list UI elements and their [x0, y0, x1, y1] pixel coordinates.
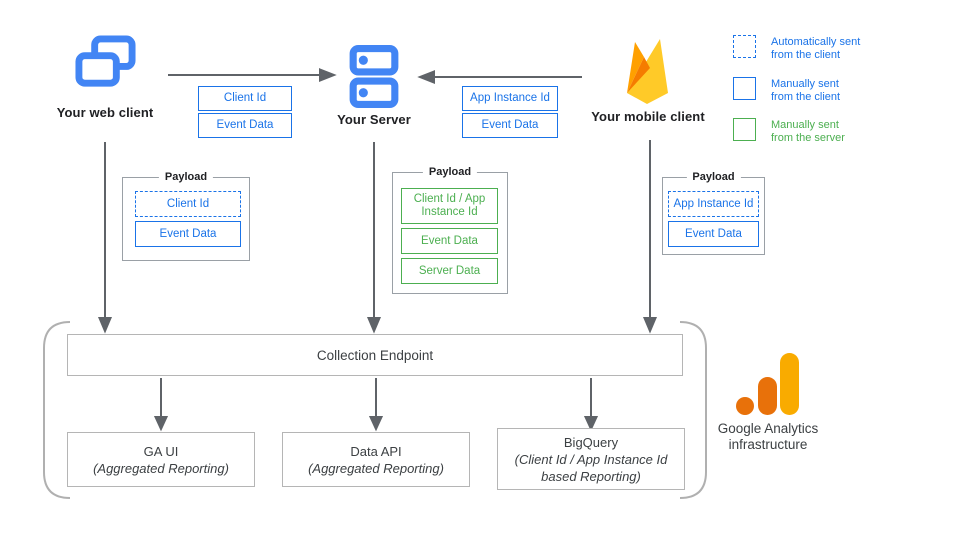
mobile-client-label: Your mobile client	[591, 109, 705, 124]
arrowhead-endpoint-to-dataapi	[368, 416, 384, 432]
arrowhead-server-to-endpoint	[366, 317, 382, 334]
legend-dashed-blue-swatch	[733, 35, 756, 58]
payload-server-ids: Client Id / App Instance Id	[401, 188, 498, 224]
ga-ui-title: GA UI	[143, 443, 179, 459]
arrowhead-endpoint-to-gaui	[153, 416, 169, 432]
payload-server-title: Payload	[422, 166, 478, 178]
arrowhead-mobile-to-server	[417, 70, 435, 84]
ga-logo-mid-bar	[758, 377, 777, 415]
ga-infrastructure-caption: Google Analytics infrastructure	[717, 421, 819, 452]
legend-solid-blue-swatch	[733, 77, 756, 100]
bigquery-subtitle: (Client Id / App Instance Id based Repor…	[514, 451, 668, 484]
legend-solid-green-swatch	[733, 118, 756, 141]
arrowhead-web-to-endpoint	[97, 317, 113, 334]
payload-web-client-id: Client Id	[135, 191, 241, 217]
tag-client-id: Client Id	[198, 86, 292, 111]
ga-ui-subtitle: (Aggregated Reporting)	[93, 460, 229, 476]
ga-logo-tall-bar	[780, 353, 799, 415]
arrowhead-endpoint-to-bigquery	[583, 416, 599, 432]
ga-logo-dot	[736, 397, 754, 415]
payload-web-event-data: Event Data	[135, 221, 241, 247]
collection-endpoint-box: Collection Endpoint	[67, 334, 683, 376]
arrowhead-web-to-server	[319, 68, 337, 82]
payload-mobile-title: Payload	[686, 171, 741, 183]
payload-web: Payload	[122, 171, 250, 261]
firebase-flame-icon	[627, 39, 668, 104]
data-api-subtitle: (Aggregated Reporting)	[308, 460, 444, 476]
data-api-box: Data API (Aggregated Reporting)	[282, 432, 470, 487]
arrowhead-mobile-to-endpoint	[642, 317, 658, 334]
web-client-label: Your web client	[56, 105, 154, 120]
payload-web-title: Payload	[158, 171, 214, 183]
server-label: Your Server	[337, 112, 411, 127]
payload-server-event-data: Event Data	[401, 228, 498, 254]
tag-event-data-mobile: Event Data	[462, 113, 558, 138]
bigquery-title: BigQuery	[563, 434, 619, 450]
web-client-icon	[75, 35, 136, 87]
server-icon	[349, 45, 399, 108]
bigquery-box: BigQuery (Client Id / App Instance Id ba…	[497, 428, 685, 490]
payload-mobile-event-data: Event Data	[668, 221, 759, 247]
bracket-right	[679, 321, 707, 499]
tag-event-data-web: Event Data	[198, 113, 292, 138]
payload-server-server-data: Server Data	[401, 258, 498, 284]
ga-ui-box: GA UI (Aggregated Reporting)	[67, 432, 255, 487]
tag-app-instance-id: App Instance Id	[462, 86, 558, 111]
data-api-title: Data API	[350, 443, 402, 459]
payload-mobile-app-instance-id: App Instance Id	[668, 191, 759, 217]
bracket-left	[43, 321, 71, 499]
